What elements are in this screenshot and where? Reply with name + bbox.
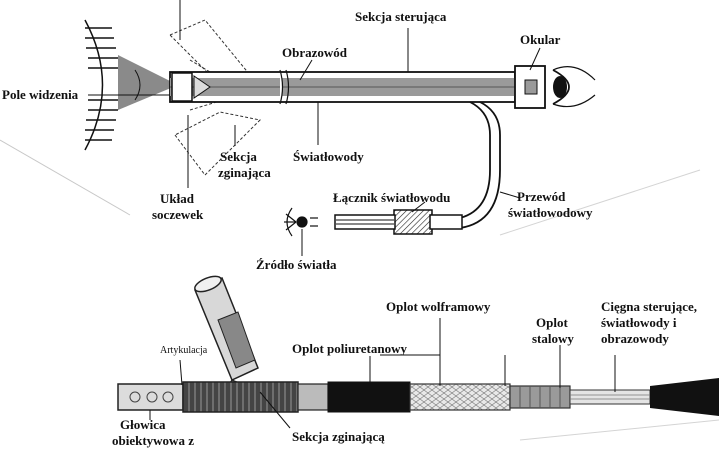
label-glowica-line1: Głowica <box>120 417 166 432</box>
field-of-view-cone <box>118 55 178 110</box>
label-glowica-line2: obiektywowa z <box>112 433 194 448</box>
scan-artifact-line <box>0 139 131 216</box>
polyurethane-braid <box>327 381 411 413</box>
label-artykulacja: Artykulacja <box>160 345 208 356</box>
label-uklad-soczewek-line2: soczewek <box>152 207 204 222</box>
tungsten-braid <box>409 383 511 411</box>
label-ciegna-line3: obrazowody <box>601 331 669 346</box>
label-swiatlowody: Światłowody <box>293 149 364 164</box>
label-okular: Okular <box>520 32 561 47</box>
label-ciegna-line1: Cięgna sterujące, <box>601 299 698 314</box>
label-oplot-wolframowy: Oplot wolframowy <box>386 299 491 314</box>
label-uklad-soczewek-line1: Układ <box>160 191 194 206</box>
label-oplot-stalowy-line2: stalowy <box>532 331 574 346</box>
label-sekcja-zginajaca-line1: Sekcja <box>220 149 257 164</box>
inner-cables <box>569 389 651 405</box>
light-guide-connector <box>393 209 433 235</box>
label-ciegna-line2: światłowody i <box>601 315 677 330</box>
label-przewod-line1: Przewód <box>517 189 566 204</box>
label-obrazowod: Obrazowód <box>282 45 347 60</box>
eye-icon <box>552 66 596 108</box>
lens-system <box>171 72 193 102</box>
scan-artifact-line <box>499 169 701 236</box>
leader-lines-bottom <box>149 318 616 429</box>
label-sekcja-sterujaca: Sekcja sterująca <box>355 9 447 24</box>
label-lacznik-swiatlowodu: Łącznik światłowodu <box>333 190 451 205</box>
bending-section-coil <box>182 381 299 413</box>
field-of-view-object <box>84 19 118 151</box>
leader-lines-top <box>88 0 541 213</box>
objective-head <box>117 383 184 411</box>
label-przewod-line2: światłowodowy <box>508 205 593 220</box>
articulated-arm <box>194 275 281 401</box>
end-sleeve <box>650 378 719 416</box>
label-zrodlo-swiatla: Źródło światła <box>256 257 337 272</box>
label-sekcja-zginajaca-bottom: Sekcja zginającą <box>292 429 385 444</box>
light-source-icon <box>284 207 318 237</box>
label-oplot-stalowy-line1: Oplot <box>536 315 568 330</box>
label-pole-widzenia: Pole widzenia <box>2 87 79 102</box>
scan-artifact-line <box>519 419 719 441</box>
light-guide-cable <box>459 101 501 229</box>
label-sekcja-zginajaca-line2: zginająca <box>218 165 271 180</box>
label-oplot-poliuretanowy: Oplot poliuretanowy <box>292 341 407 356</box>
